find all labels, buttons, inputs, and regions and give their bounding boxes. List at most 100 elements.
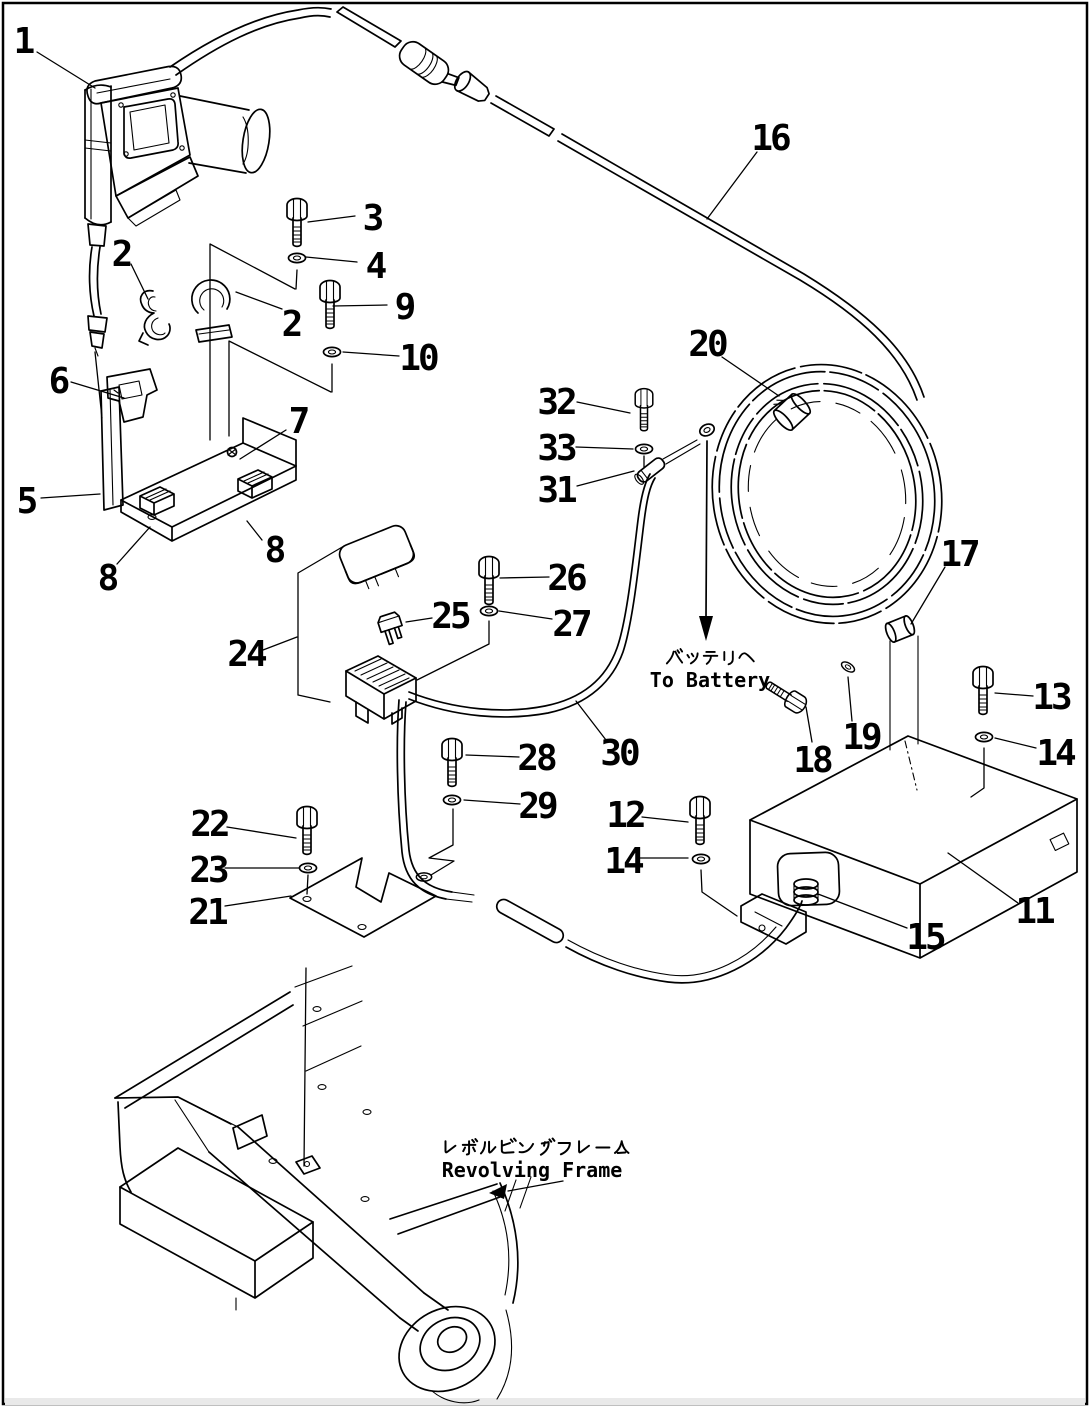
revolving-frame-label-jp bbox=[444, 1137, 630, 1156]
leader-lines bbox=[36, 51, 1037, 929]
to-battery-arrow bbox=[699, 440, 713, 641]
callout-8b: 8 bbox=[265, 530, 285, 571]
callout-27: 27 bbox=[552, 604, 590, 645]
callout-5: 5 bbox=[17, 481, 37, 522]
washer-14-right bbox=[974, 731, 994, 743]
kana-glyph bbox=[578, 1140, 590, 1154]
washer-14-left bbox=[691, 853, 711, 865]
kana-glyph bbox=[557, 1142, 571, 1156]
washer-29 bbox=[442, 794, 462, 806]
bolt-32 bbox=[634, 387, 654, 432]
callout-15: 15 bbox=[906, 917, 945, 958]
callout-8a: 8 bbox=[98, 558, 118, 599]
clip-2-left bbox=[138, 289, 171, 346]
callout-26: 26 bbox=[547, 558, 586, 599]
callout-9: 9 bbox=[395, 287, 415, 328]
callout-14b: 14 bbox=[604, 841, 644, 882]
callout-31: 31 bbox=[537, 470, 576, 511]
to-battery-label-jp bbox=[665, 648, 755, 666]
scan-strip bbox=[5, 1398, 1085, 1405]
gun-hose-and-coupler bbox=[169, 6, 555, 137]
to-battery-label-en: To Battery bbox=[650, 668, 770, 692]
kana-glyph bbox=[665, 648, 684, 665]
kana-glyph bbox=[738, 652, 755, 663]
grease-coupler bbox=[398, 40, 460, 87]
axis-23 bbox=[306, 874, 309, 895]
callout-25: 25 bbox=[431, 596, 470, 637]
kana-glyph bbox=[686, 652, 699, 665]
plate-21 bbox=[289, 857, 437, 938]
fuse-25 bbox=[377, 611, 403, 646]
callout-2b: 2 bbox=[282, 304, 301, 345]
callout-12: 12 bbox=[606, 795, 644, 836]
kana-glyph bbox=[444, 1140, 457, 1154]
kana-glyph bbox=[500, 1137, 517, 1154]
bolt-28 bbox=[441, 737, 463, 788]
callout-17: 17 bbox=[940, 534, 978, 575]
washer-19 bbox=[839, 659, 857, 675]
cover-24 bbox=[338, 524, 416, 590]
callout-28: 28 bbox=[517, 738, 556, 779]
grease-gun bbox=[84, 65, 271, 357]
bolt-9 bbox=[319, 279, 341, 330]
wire-30 bbox=[408, 473, 656, 718]
supply-hose-16 bbox=[557, 133, 925, 401]
callout-22: 22 bbox=[190, 804, 228, 845]
callout-7: 7 bbox=[289, 401, 308, 442]
bolt-3 bbox=[286, 197, 308, 248]
revolving-frame-label-en: Revolving Frame bbox=[442, 1158, 623, 1182]
callout-3: 3 bbox=[363, 198, 383, 239]
kana-glyph bbox=[723, 650, 734, 666]
box-foot-bracket bbox=[740, 893, 807, 945]
axis-14-right bbox=[970, 747, 985, 798]
clip-2-right bbox=[191, 279, 233, 343]
hose-clamp-20 bbox=[772, 392, 812, 432]
callout-32: 32 bbox=[537, 382, 575, 423]
callout-1: 1 bbox=[14, 21, 34, 62]
bolt-26 bbox=[478, 555, 500, 606]
bolt-22 bbox=[296, 805, 318, 856]
grommet-15 bbox=[793, 878, 819, 906]
callout-24: 24 bbox=[227, 634, 267, 675]
callout-33: 33 bbox=[537, 428, 576, 469]
box-11 bbox=[749, 735, 1078, 959]
callout-20: 20 bbox=[688, 324, 727, 365]
washer-27 bbox=[479, 605, 499, 617]
kana-glyph bbox=[461, 1138, 479, 1156]
hose-coil bbox=[711, 363, 943, 625]
terminal-31 bbox=[634, 457, 666, 485]
callout-30: 30 bbox=[600, 733, 639, 774]
gun-bracket bbox=[100, 368, 297, 542]
callout-11: 11 bbox=[1015, 891, 1054, 932]
callout-29: 29 bbox=[518, 786, 557, 827]
callout-21: 21 bbox=[188, 892, 227, 933]
kana-glyph bbox=[518, 1142, 535, 1154]
callout-16: 16 bbox=[751, 118, 790, 159]
callout-2a: 2 bbox=[112, 234, 131, 275]
assembly-lines bbox=[94, 243, 333, 441]
callout-6: 6 bbox=[49, 361, 69, 402]
callout-19: 19 bbox=[842, 717, 881, 758]
bolt-12 bbox=[689, 795, 711, 846]
revolving-frame bbox=[114, 965, 532, 1404]
callout-14a: 14 bbox=[1036, 733, 1076, 774]
kana-glyph bbox=[479, 1140, 497, 1155]
kana-glyph bbox=[539, 1137, 556, 1156]
washer-10 bbox=[322, 346, 342, 358]
axis-29-break bbox=[428, 808, 455, 876]
axis-14-left bbox=[700, 869, 738, 917]
callout-4: 4 bbox=[366, 246, 387, 287]
callout-18: 18 bbox=[793, 740, 832, 781]
hose-clamp-17 bbox=[884, 615, 916, 643]
screw-7 bbox=[226, 446, 238, 458]
clamp-bracket-lines bbox=[889, 635, 919, 751]
callout-10: 10 bbox=[399, 338, 438, 379]
callout-23: 23 bbox=[189, 850, 228, 891]
ring-terminal-eye bbox=[698, 423, 716, 437]
axis-27 bbox=[416, 620, 490, 681]
bolt-13 bbox=[972, 665, 994, 716]
frame-leader-line bbox=[303, 967, 307, 1167]
